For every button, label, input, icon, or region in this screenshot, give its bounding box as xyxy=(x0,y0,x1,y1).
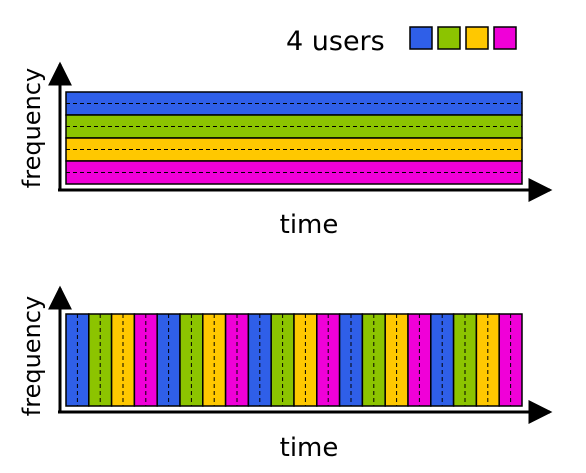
legend-label: 4 users xyxy=(286,26,385,57)
tdm-y-axis-label: frequency xyxy=(18,296,46,416)
legend-swatch-3 xyxy=(465,26,489,50)
fdm-x-axis-label: time xyxy=(280,210,339,240)
legend-swatch-4 xyxy=(493,26,517,50)
legend-swatches xyxy=(409,26,517,50)
tdm-slots xyxy=(65,313,523,407)
fdm-bands xyxy=(65,91,523,185)
legend-swatch-1 xyxy=(409,26,433,50)
legend-swatch-2 xyxy=(437,26,461,50)
tdm-x-axis-label: time xyxy=(280,433,339,463)
fdm-y-axis-label: frequency xyxy=(18,68,46,188)
